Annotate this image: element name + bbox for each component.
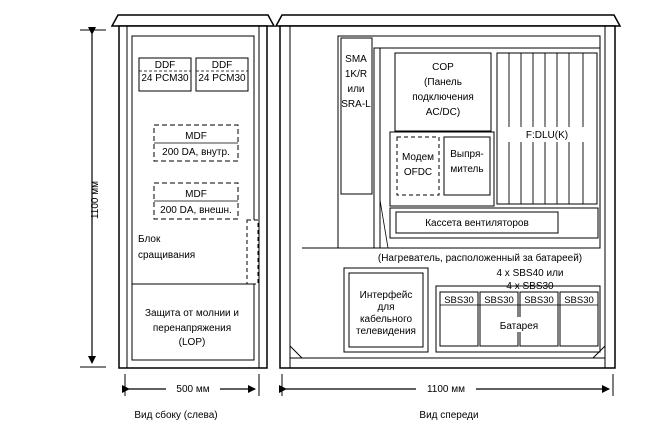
svg-text:SBS30: SBS30 — [444, 295, 474, 306]
svg-text:Модем: Модем — [402, 152, 434, 163]
svg-text:SBS30: SBS30 — [564, 295, 594, 306]
height-label: 1100 мм — [90, 181, 101, 219]
side-view: DDF 24 PCM30 DDF 24 PCM30 MDF 200 DA, вн… — [110, 14, 276, 421]
ddf-right: DDF 24 PCM30 — [195, 57, 249, 92]
svg-text:F:DLU(K): F:DLU(K) — [526, 130, 568, 141]
front-view-caption: Вид спереди — [419, 410, 478, 421]
battery-option-line1: 4 x SBS40 или — [496, 268, 563, 279]
svg-text:SMA: SMA — [345, 54, 367, 65]
svg-text:SRA-L: SRA-L — [341, 99, 371, 110]
svg-text:DDF: DDF — [155, 60, 176, 71]
svg-text:AC/DC): AC/DC) — [426, 107, 460, 118]
heater-label: (Нагреватель, расположенный за батареей) — [378, 252, 582, 264]
cable-tv-interface: Интерфейс для кабельного телевидения — [343, 267, 429, 353]
svg-text:24 PCM30: 24 PCM30 — [198, 73, 246, 84]
front-roof — [274, 14, 622, 27]
sbs-unit-4 — [559, 291, 599, 347]
svg-text:Защита от молнии и: Защита от молнии и — [145, 308, 239, 319]
svg-text:1K/R: 1K/R — [345, 69, 367, 80]
svg-text:SBS30: SBS30 — [484, 295, 514, 306]
front-width-dimension: 1100 мм — [279, 374, 614, 396]
sma-module: SMA 1K/R или SRA-L — [340, 37, 373, 195]
cop-panel: COP (Панель подключения AC/DC) — [394, 52, 492, 132]
svg-text:кабельного: кабельного — [360, 313, 413, 325]
svg-text:SBS30: SBS30 — [524, 295, 554, 306]
ddf-left: DDF 24 PCM30 — [138, 57, 192, 92]
svg-text:Выпря-: Выпря- — [450, 149, 483, 160]
fan-cassette: Кассета вентиляторов — [389, 207, 599, 239]
battery-label: Батарея — [500, 321, 538, 332]
svg-text:200 DA, внешн.: 200 DA, внешн. — [160, 205, 232, 216]
battery-block: SBS30 SBS30 SBS30 SBS30 Батарея — [435, 285, 601, 353]
svg-text:телевидения: телевидения — [356, 326, 416, 337]
lop-section: Защита от молнии и перенапряжения (LOP) — [131, 283, 255, 361]
fdlu-rack: F:DLU(K) — [496, 52, 598, 205]
svg-text:(Панель: (Панель — [424, 77, 462, 88]
height-dimension: 1100 мм — [80, 27, 106, 368]
rectifier: Выпря- митель — [443, 136, 491, 196]
svg-text:MDF: MDF — [185, 189, 207, 200]
mdf-internal: MDF 200 DA, внутр. — [153, 124, 239, 162]
svg-text:подключения: подключения — [412, 92, 474, 103]
svg-text:DDF: DDF — [212, 60, 233, 71]
svg-text:(LOP): (LOP) — [179, 337, 206, 348]
svg-text:COP: COP — [432, 62, 454, 73]
svg-text:OFDC: OFDC — [404, 167, 432, 178]
sbs-unit-1 — [439, 291, 479, 347]
svg-text:500 мм: 500 мм — [176, 384, 209, 395]
mdf-external: MDF 200 DA, внешн. — [153, 182, 239, 220]
svg-text:сращивания: сращивания — [138, 250, 195, 261]
svg-text:или: или — [347, 84, 364, 95]
side-width-dimension: 500 мм — [122, 374, 260, 396]
front-view: SMA 1K/R или SRA-L COP (Панель подключен… — [274, 14, 622, 421]
svg-text:Интерфейс: Интерфейс — [360, 289, 413, 301]
side-roof — [110, 14, 276, 27]
svg-text:для: для — [377, 302, 394, 313]
svg-text:митель: митель — [450, 164, 483, 175]
svg-text:Блок: Блок — [138, 234, 161, 245]
svg-text:Кассета вентиляторов: Кассета вентиляторов — [425, 218, 529, 229]
svg-text:1100 мм: 1100 мм — [427, 384, 465, 395]
svg-text:перенапряжения: перенапряжения — [153, 323, 231, 334]
svg-text:24 PCM30: 24 PCM30 — [141, 73, 189, 84]
side-view-caption: Вид сбоку (слева) — [134, 409, 217, 421]
svg-text:200 DA, внутр.: 200 DA, внутр. — [162, 147, 230, 158]
modem-ofdc: Модем OFDC — [396, 136, 440, 196]
svg-text:MDF: MDF — [185, 131, 207, 142]
